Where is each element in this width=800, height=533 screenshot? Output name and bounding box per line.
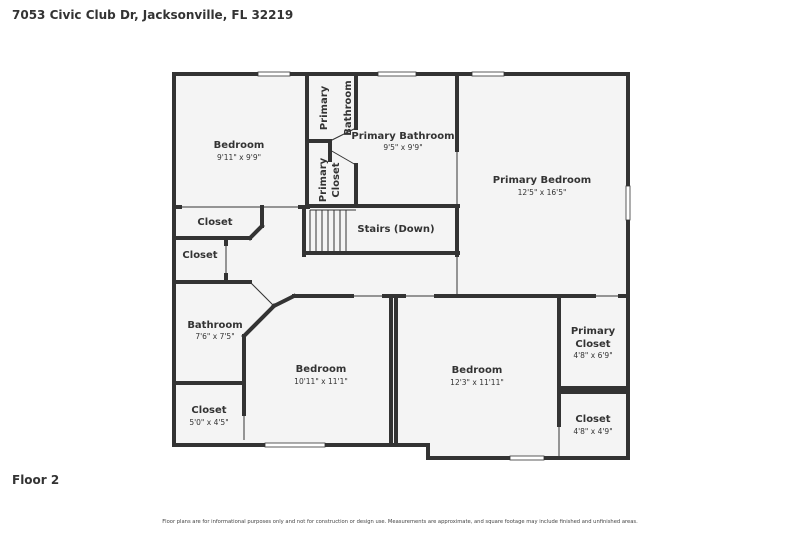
room-name-primary-closet-small-1: Primary <box>318 157 329 202</box>
room-name-closet-sw: Closet <box>191 405 226 416</box>
room-dims-closet-sw: 5'0" x 4'5" <box>189 418 228 427</box>
window <box>509 455 545 461</box>
room-dims-closet-se: 4'8" x 4'9" <box>573 427 612 436</box>
room-dims-bedroom-nw: 9'11" x 9'9" <box>217 153 261 162</box>
room-name-closet-upper: Closet <box>197 217 232 228</box>
window <box>377 71 417 77</box>
window <box>264 442 326 448</box>
room-name-stairs: Stairs (Down) <box>357 224 434 235</box>
wall <box>241 303 277 339</box>
floor-area <box>174 74 628 458</box>
room-name-primary-closet-small-2: Closet <box>331 162 342 197</box>
room-name-primary-bathroom: Primary Bathroom <box>351 131 454 142</box>
room-name-closet-middle: Closet <box>182 250 217 261</box>
exterior-wall <box>172 72 630 460</box>
disclaimer: Floor plans are for informational purpos… <box>162 519 638 525</box>
window <box>625 185 631 221</box>
room-name-primary-bath-small-2: Bathroom <box>343 80 354 135</box>
room-dims-primary-bedroom: 12'5" x 16'5" <box>518 188 567 197</box>
room-name-bedroom-east: Bedroom <box>452 365 503 376</box>
window <box>471 71 505 77</box>
room-name-closet-se: Closet <box>575 414 610 425</box>
room-dims-primary-closet: 4'8" x 6'9" <box>573 351 612 360</box>
room-dims-bedroom-east: 12'3" x 11'11" <box>450 378 504 387</box>
room-name-primary-bath-small-1: Primary <box>319 85 330 130</box>
room-dims-bedroom-center: 10'11" x 11'1" <box>294 377 348 386</box>
room-name-bathroom: Bathroom <box>187 320 242 331</box>
address-title: 7053 Civic Club Dr, Jacksonville, FL 322… <box>12 8 294 22</box>
thin-wall <box>329 127 357 142</box>
room-name-primary-bedroom: Primary Bedroom <box>493 175 591 186</box>
wall <box>271 293 297 309</box>
floor-label: Floor 2 <box>12 473 60 487</box>
room-dims-bathroom: 7'6" x 7'5" <box>195 332 234 341</box>
stair-treads <box>309 209 356 252</box>
room-dims-primary-bathroom: 9'5" x 9'9" <box>383 143 422 152</box>
thin-wall <box>329 149 357 166</box>
room-name-primary-closet-1: Primary <box>571 326 616 337</box>
thin-wall <box>249 281 275 307</box>
room-name-bedroom-nw: Bedroom <box>214 140 265 151</box>
window <box>257 71 291 77</box>
room-name-bedroom-center: Bedroom <box>296 364 347 375</box>
room-name-primary-closet-2: Closet <box>575 339 610 350</box>
